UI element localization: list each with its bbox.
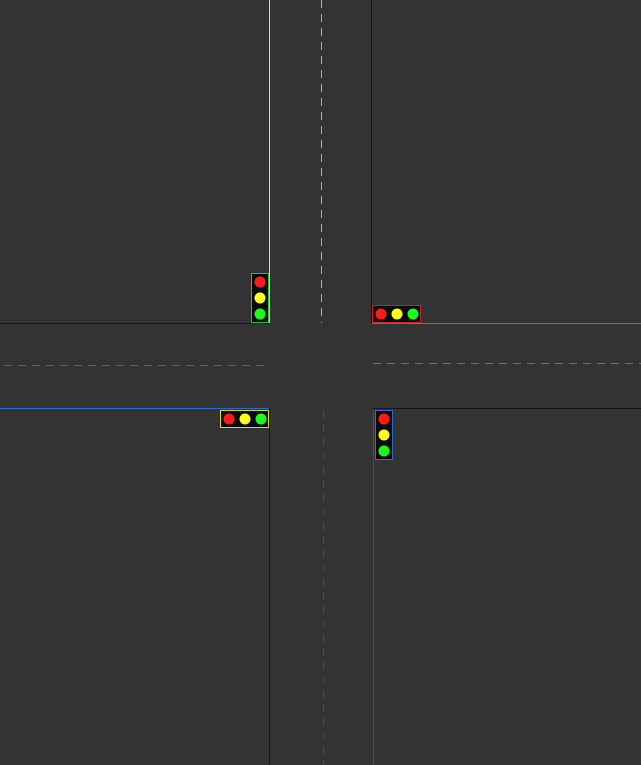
traffic-light-east <box>372 305 421 323</box>
yellow-lamp <box>239 413 251 425</box>
red-lamp <box>375 308 387 320</box>
yellow-lamp <box>391 308 403 320</box>
traffic-light-south <box>375 410 393 460</box>
red-lamp <box>223 413 235 425</box>
green-lamp <box>407 308 419 320</box>
red-lamp <box>378 413 390 425</box>
green-lamp <box>254 308 266 320</box>
yellow-lamp <box>378 429 390 441</box>
red-lamp <box>254 276 266 288</box>
green-lamp <box>255 413 267 425</box>
yellow-lamp <box>254 292 266 304</box>
traffic-light-north <box>251 273 269 323</box>
traffic-light-west <box>220 410 269 428</box>
green-lamp <box>378 445 390 457</box>
